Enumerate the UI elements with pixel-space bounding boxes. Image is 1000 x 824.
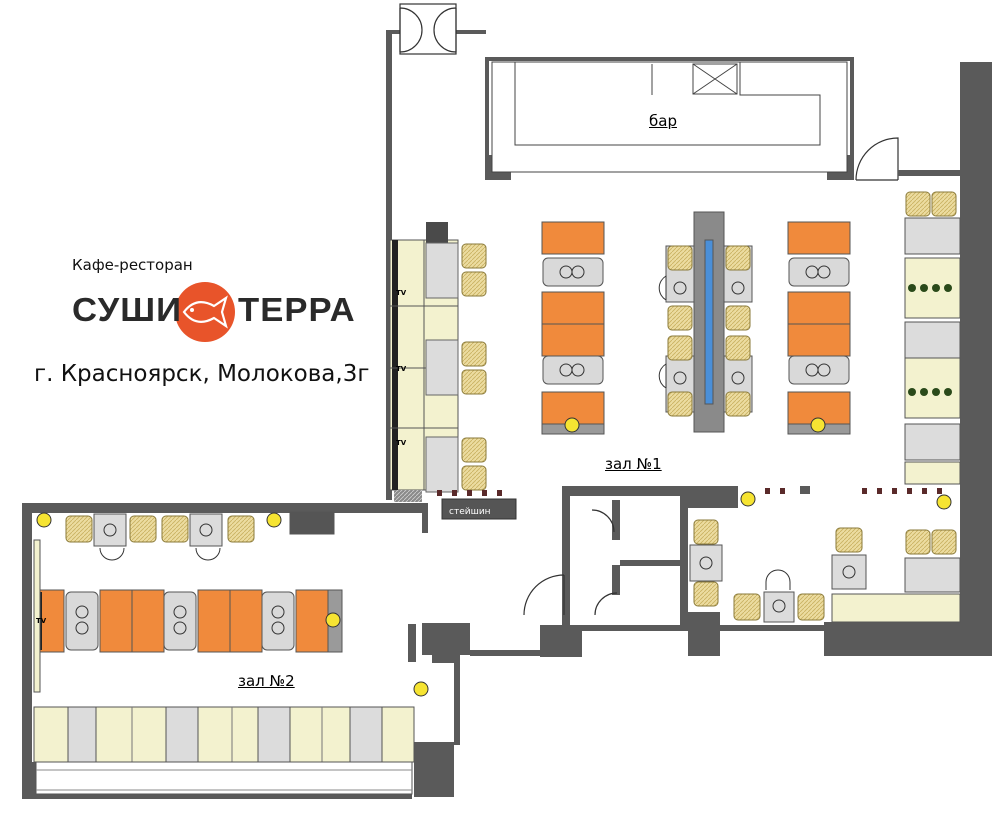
address: г. Красноярск, Молокова,3г xyxy=(34,361,370,387)
room-label-hall2: зал №2 xyxy=(238,672,295,690)
room-label-bar: бар xyxy=(649,112,677,130)
tv-label: TV xyxy=(396,289,407,297)
table-icon xyxy=(75,265,856,635)
tv-label: TV xyxy=(36,617,47,625)
hall1-right-seating xyxy=(689,217,961,623)
tv-label: TV xyxy=(396,439,407,447)
hall1-left-seating xyxy=(389,222,459,502)
plant-icon xyxy=(908,284,952,396)
railing xyxy=(437,488,942,496)
tv-label: TV xyxy=(396,365,407,373)
brand-name-left: СУШИ xyxy=(72,291,183,328)
chair-icon xyxy=(65,191,957,621)
station xyxy=(441,498,517,520)
door-swing-icon xyxy=(399,3,457,55)
door-swing-icon xyxy=(523,509,618,616)
brand-name-right: ТЕРРА xyxy=(238,291,356,328)
door-swing-icon xyxy=(855,137,960,181)
lamp-icon xyxy=(36,417,952,697)
logo-fish-icon xyxy=(175,282,235,342)
room-label-hall1: зал №1 xyxy=(605,455,662,473)
station-label: стейшин xyxy=(449,507,491,517)
hall2-seating xyxy=(33,511,415,795)
hall1-center-seating xyxy=(541,211,851,435)
bar-counter xyxy=(491,61,848,173)
chair-icon xyxy=(99,275,791,590)
subtitle: Кафе-ресторан xyxy=(72,256,193,274)
